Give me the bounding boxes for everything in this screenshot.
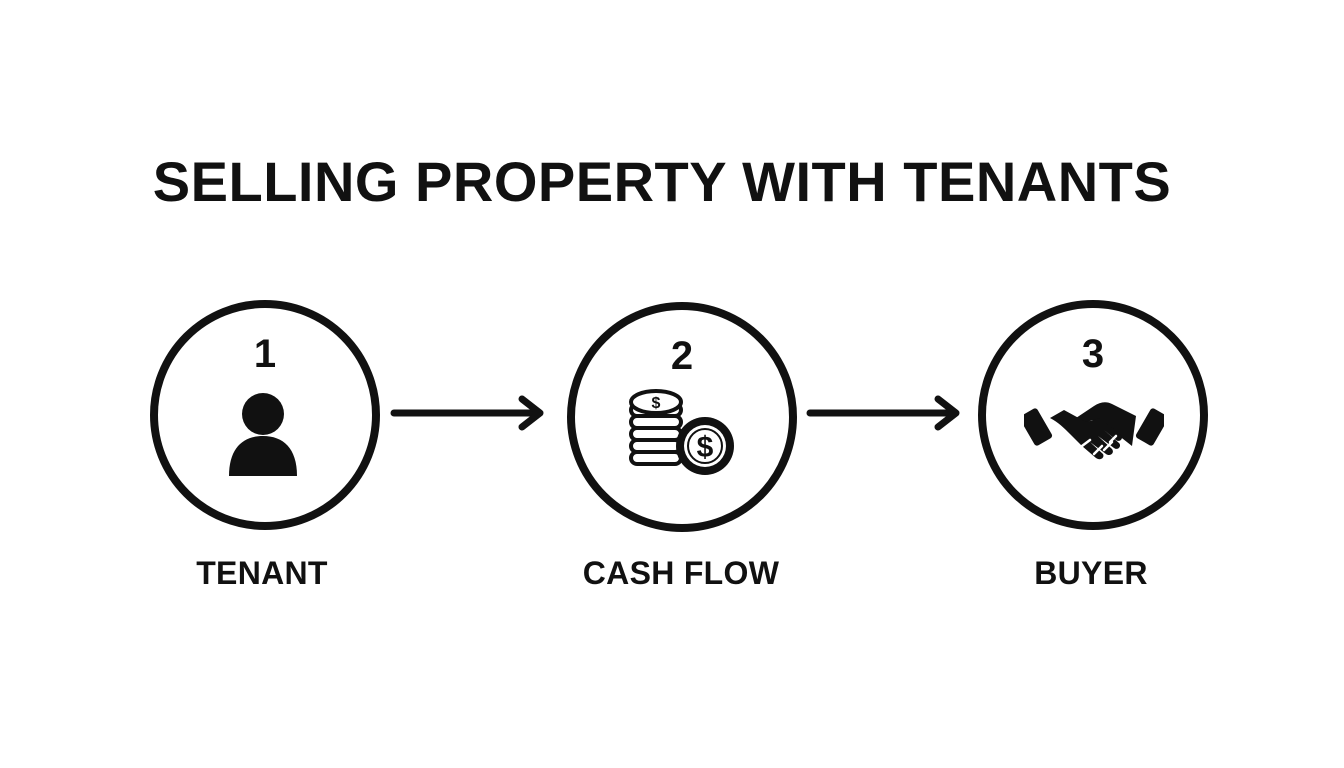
step-buyer: 3 (978, 300, 1208, 530)
step-number: 1 (253, 332, 277, 376)
coins-dollar-icon: $ $ (629, 389, 734, 475)
step-circle (567, 302, 797, 532)
step-label-buyer: BUYER (1034, 555, 1148, 591)
diagram-title: SELLING PROPERTY WITH TENANTS (152, 150, 1172, 213)
person-icon (229, 393, 297, 476)
step-cash-flow: 2 $ $ (567, 302, 797, 532)
step-tenant: 1 (150, 300, 380, 530)
arrow-right-icon (390, 395, 544, 431)
arrow-right-icon (806, 395, 960, 431)
handshake-icon (1024, 402, 1164, 460)
svg-text:$: $ (652, 395, 661, 412)
step-label-cash-flow: CASH FLOW (582, 555, 780, 591)
step-number: 2 (670, 334, 694, 378)
step-circle (150, 300, 380, 530)
step-number: 3 (1081, 332, 1105, 376)
step-label-tenant: TENANT (196, 555, 328, 591)
svg-text:$: $ (697, 431, 714, 464)
